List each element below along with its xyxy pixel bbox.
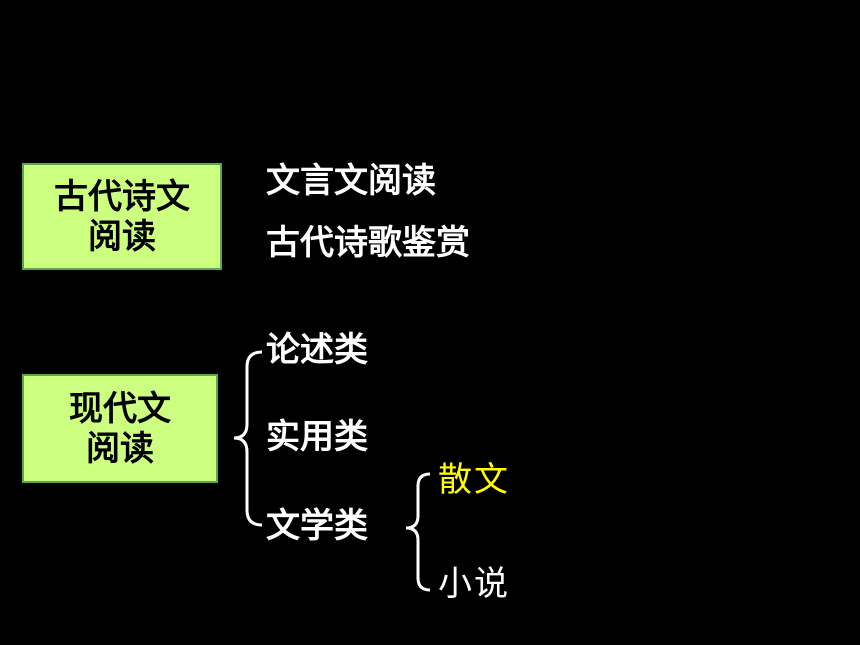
ancient-box-line2: 阅读 [88,216,156,257]
modern-box-line1: 现代文 [69,388,171,429]
ancient-reading-box: 古代诗文 阅读 [22,163,222,270]
fiction-label: 小说 [438,564,510,604]
modern-reading-box: 现代文 阅读 [22,374,218,483]
argumentative-label: 论述类 [266,330,368,370]
classical-chinese-reading-label: 文言文阅读 [266,161,436,201]
literary-label: 文学类 [266,506,368,546]
modern-box-line2: 阅读 [86,428,154,469]
literature-brace [405,472,431,592]
ancient-poetry-appreciation-label: 古代诗歌鉴赏 [266,223,470,263]
practical-label: 实用类 [266,417,368,457]
modern-brace [233,350,263,527]
prose-label: 散文 [438,460,510,500]
ancient-box-line1: 古代诗文 [54,176,190,217]
